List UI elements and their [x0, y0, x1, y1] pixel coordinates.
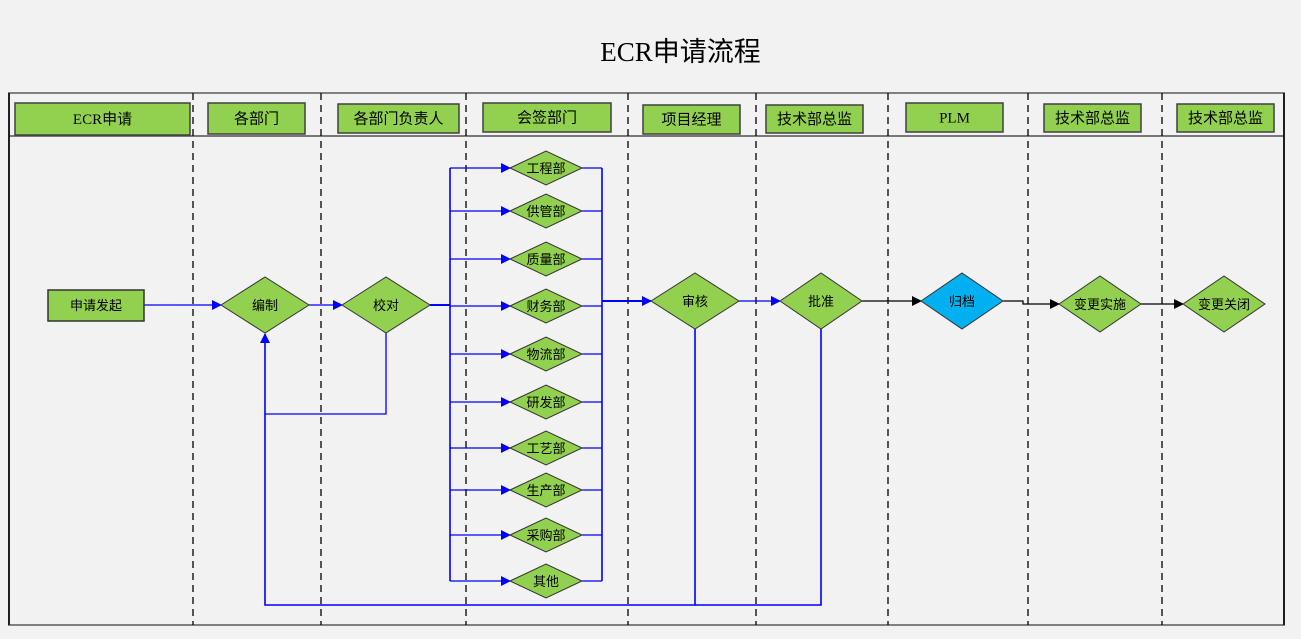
node-approve-shape	[779, 272, 863, 330]
node-close-shape	[1182, 275, 1266, 333]
dept-node-8[interactable]: 生产部	[508, 472, 584, 508]
swimlane-frame	[8, 92, 1285, 626]
lane-header-3: 各部门负责人	[337, 103, 460, 134]
dept-node-3-shape	[508, 241, 584, 277]
dept-node-6[interactable]: 研发部	[508, 384, 584, 420]
dept-node-2-shape	[508, 193, 584, 229]
lane-header-label: 项目经理	[661, 111, 721, 129]
dept-node-7[interactable]: 工艺部	[508, 430, 584, 466]
lane-header-8: 技术部总监	[1043, 103, 1142, 133]
lane-header-box	[207, 102, 306, 135]
dept-node-9-label: 采购部	[526, 528, 565, 544]
lane-header-box	[1043, 103, 1142, 133]
node-start[interactable]: 申请发起	[47, 289, 145, 322]
dept-node-5[interactable]: 物流部	[508, 336, 584, 372]
node-close-label: 变更关闭	[1198, 297, 1250, 313]
dept-node-3[interactable]: 质量部	[508, 241, 584, 277]
lane-header-5: 项目经理	[642, 104, 741, 135]
dept-node-7-label: 工艺部	[526, 442, 565, 457]
dept-node-2[interactable]: 供管部	[508, 193, 584, 229]
node-review-label: 审核	[682, 295, 708, 310]
node-approve[interactable]: 批准	[779, 272, 863, 330]
dept-node-5-shape	[508, 336, 584, 372]
lane-header-box	[1176, 103, 1275, 133]
node-archive[interactable]: 归档	[920, 272, 1004, 330]
node-implement-shape	[1058, 275, 1142, 333]
lane-header-label: 会签部门	[517, 109, 577, 127]
node-start-label: 申请发起	[70, 298, 122, 314]
lane-header-2: 各部门	[207, 102, 306, 135]
lane-header-label: 技术部总监	[777, 110, 852, 128]
node-check-shape	[341, 276, 431, 334]
diagram-title: ECR申请流程	[600, 37, 761, 67]
lane-header-4: 会签部门	[482, 102, 612, 133]
dept-node-1[interactable]: 工程部	[508, 150, 584, 186]
dept-node-3-label: 质量部	[526, 253, 565, 268]
dept-node-8-label: 生产部	[526, 484, 565, 499]
lane-header-label: 各部门	[234, 110, 279, 128]
node-check-label: 校对	[373, 298, 399, 314]
lane-header-label: ECR申请	[73, 111, 132, 128]
lane-header-box	[765, 104, 864, 134]
node-archive-shape	[920, 272, 1004, 330]
lane-header-label: 各部门负责人	[353, 110, 443, 128]
lane-header-7: PLM	[905, 102, 1004, 133]
dept-node-4-label: 财务部	[526, 299, 565, 315]
edge-review-return	[260, 329, 696, 606]
dept-node-5-label: 物流部	[526, 348, 565, 363]
dept-node-1-shape	[508, 150, 584, 186]
dept-node-10-label: 其他	[533, 575, 559, 590]
swimlanes: ECR申请 各部门 各部门负责人 会签部门 项目经理 技术部总监 PLM 技术部总监 技术部总监	[8, 92, 1285, 626]
node-implement[interactable]: 变更实施	[1058, 275, 1142, 333]
node-review[interactable]: 审核	[650, 272, 740, 330]
dept-node-6-label: 研发部	[526, 395, 565, 411]
lane-header-9: 技术部总监	[1176, 103, 1275, 133]
node-archive-label: 归档	[949, 295, 975, 310]
dept-node-6-shape	[508, 384, 584, 420]
dept-node-9[interactable]: 采购部	[508, 517, 584, 553]
dept-node-8-shape	[508, 472, 584, 508]
lane-header-box	[337, 103, 460, 134]
lane-header-label: 技术部总监	[1188, 109, 1263, 127]
dept-node-2-label: 供管部	[526, 205, 565, 220]
node-check[interactable]: 校对	[341, 276, 431, 334]
node-start-shape	[47, 289, 145, 322]
lane-header-label: PLM	[939, 111, 970, 127]
edge-approve-return	[695, 329, 822, 606]
connectors	[144, 163, 1184, 606]
edge-archive-implement	[1003, 299, 1060, 309]
node-review-shape	[650, 272, 740, 330]
node-implement-label: 变更实施	[1074, 297, 1126, 313]
lane-header-box	[905, 102, 1004, 133]
edge-check-return	[265, 333, 387, 415]
lane-header-1: ECR申请	[14, 102, 191, 136]
dept-node-10-shape	[508, 563, 584, 599]
lane-header-box	[14, 102, 191, 136]
node-compile-shape	[220, 276, 310, 334]
lane-header-box	[482, 102, 612, 133]
lane-header-label: 技术部总监	[1055, 109, 1130, 127]
dept-node-7-shape	[508, 430, 584, 466]
dept-node-4[interactable]: 财务部	[508, 288, 584, 324]
lane-header-box	[642, 104, 741, 135]
nodes: 申请发起 编制 校对 审核 批准 归档 变更实施 变更关闭 工程部供管部质量部财务部物流部研发部…	[47, 150, 1266, 599]
dept-node-10[interactable]: 其他	[508, 563, 584, 599]
node-close[interactable]: 变更关闭	[1182, 275, 1266, 333]
node-approve-label: 批准	[808, 295, 834, 310]
dept-node-4-shape	[508, 288, 584, 324]
node-compile[interactable]: 编制	[220, 276, 310, 334]
node-compile-label: 编制	[252, 299, 278, 314]
dept-node-1-label: 工程部	[526, 162, 565, 177]
lane-header-6: 技术部总监	[765, 104, 864, 134]
dept-node-9-shape	[508, 517, 584, 553]
